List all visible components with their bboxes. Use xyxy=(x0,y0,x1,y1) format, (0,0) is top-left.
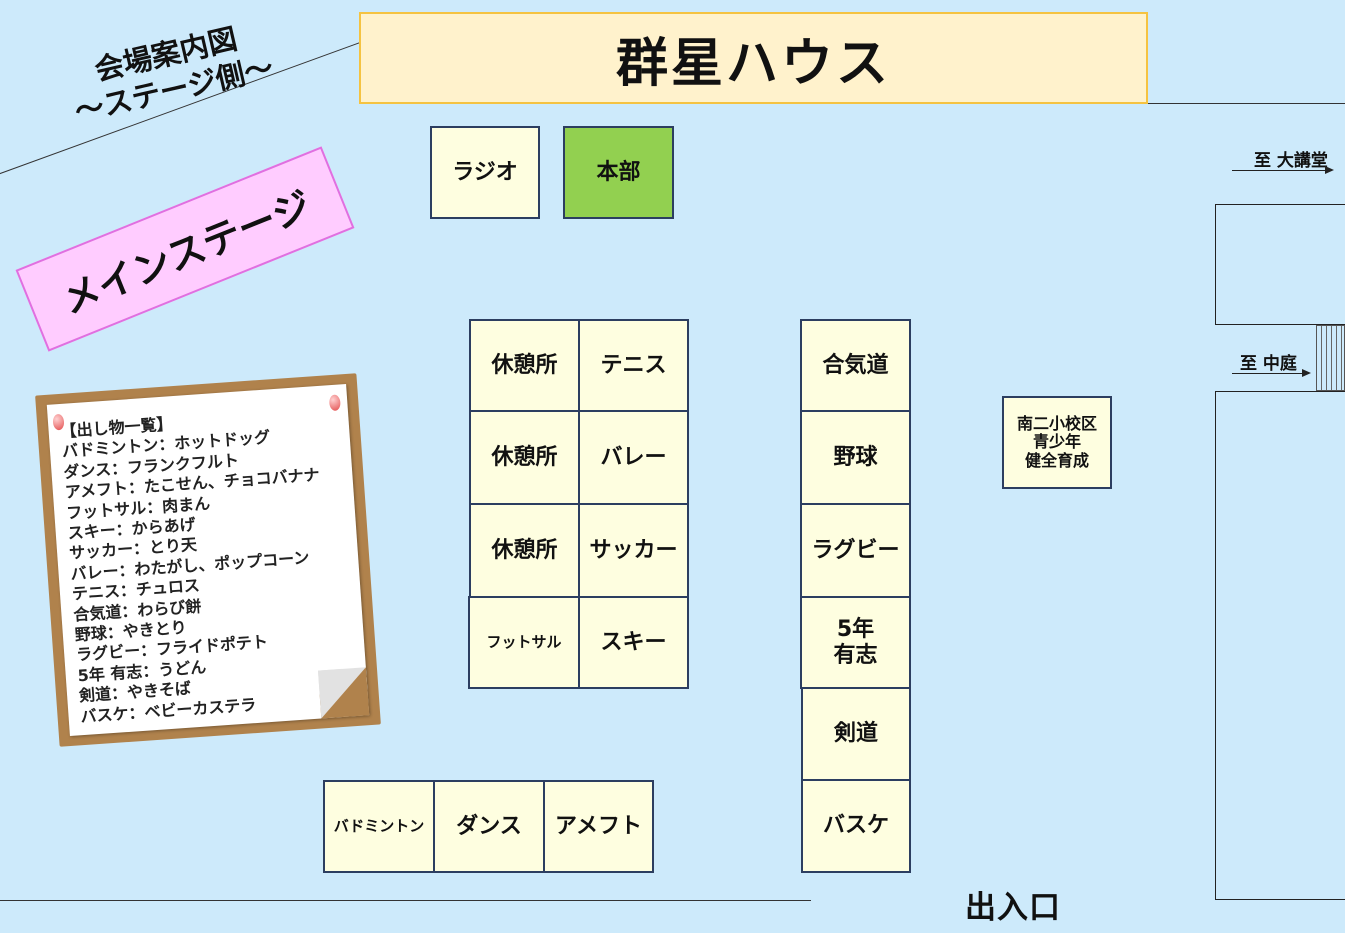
booth-rest-area-3: 休憩所 xyxy=(469,503,580,598)
booth-radio: ラジオ xyxy=(430,126,540,219)
booth-american-football: アメフト xyxy=(543,780,654,873)
booth-aikido: 合気道 xyxy=(800,319,911,412)
booth-rest-area-1: 休憩所 xyxy=(469,319,580,412)
menu-board: 【出し物一覧】 バドミントン：ホットドッグ ダンス：フランクフルト アメフト：た… xyxy=(35,373,381,747)
main-stage: メインステージ xyxy=(15,146,355,352)
booth-rugby: ラグビー xyxy=(800,503,911,598)
building-upper xyxy=(1215,204,1345,325)
booth-dance: ダンス xyxy=(433,780,545,873)
direction-courtyard: 至 中庭 xyxy=(1240,354,1297,374)
booth-volleyball: バレー xyxy=(578,410,689,505)
venue-title: 群星ハウス xyxy=(359,12,1148,104)
booth-youth-group: 南二小校区 青少年 健全育成 xyxy=(1002,396,1112,489)
booth-ski: スキー xyxy=(578,596,689,689)
bottom-wall-line xyxy=(0,900,811,901)
map-heading: 会場案内図 ～ステージ側～ xyxy=(40,9,300,136)
booth-badminton: バドミントン xyxy=(323,780,435,873)
paper-fold xyxy=(317,667,370,719)
booth-fifth-grade: 5年 有志 xyxy=(800,596,911,689)
booth-futsal: フットサル xyxy=(468,596,580,689)
top-wall-line xyxy=(1148,103,1345,104)
direction-auditorium: 至 大講堂 xyxy=(1254,151,1328,171)
arrow-right-icon xyxy=(1232,369,1311,377)
booth-basketball: バスケ xyxy=(801,779,911,873)
booth-kendo: 剣道 xyxy=(801,687,911,781)
arrow-right-icon xyxy=(1232,166,1334,174)
booth-soccer: サッカー xyxy=(578,503,689,598)
building-lower xyxy=(1215,391,1345,900)
booth-baseball: 野球 xyxy=(800,410,911,505)
booth-headquarters: 本部 xyxy=(563,126,674,219)
entrance-label: 出入口 xyxy=(965,890,1061,926)
booth-tennis: テニス xyxy=(578,319,689,412)
menu-paper: 【出し物一覧】 バドミントン：ホットドッグ ダンス：フランクフルト アメフト：た… xyxy=(46,383,370,737)
stairs-icon xyxy=(1316,325,1345,391)
booth-rest-area-2: 休憩所 xyxy=(469,410,580,505)
